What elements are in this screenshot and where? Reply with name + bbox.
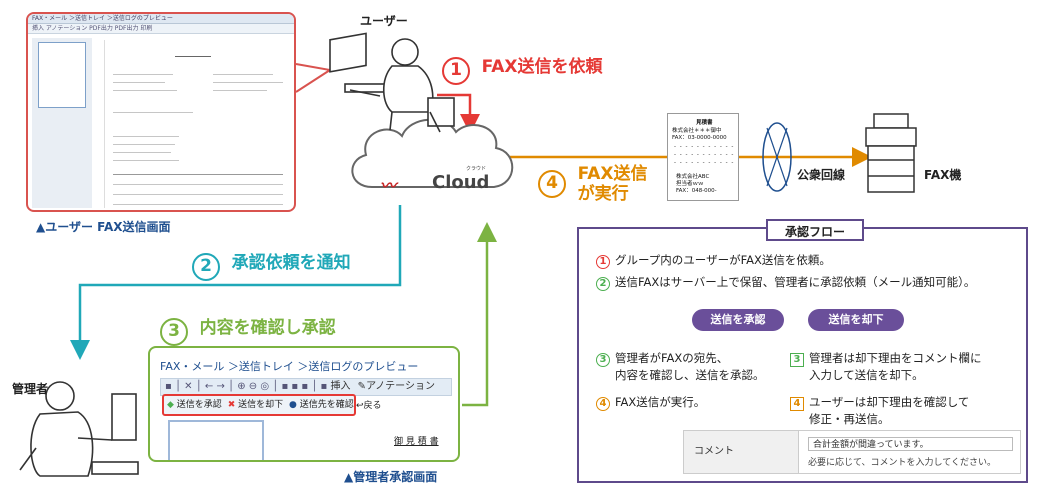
step1-heading: 1 FAX送信を依頼 xyxy=(442,52,603,85)
user-fax-screen: FAX・メール ＞送信トレイ ＞送信ログのプレビュー 挿入 アノテーション PD… xyxy=(26,12,296,212)
arrow-step1 xyxy=(437,93,480,134)
fax-doc-from-company: 株式会社ABC xyxy=(676,174,710,180)
fax-doc-from-person: 担当者ｗｗ xyxy=(676,181,704,187)
arrow-step2 xyxy=(70,205,402,360)
toolbar-annotation[interactable]: アノテーション xyxy=(366,381,435,392)
step3-label: 内容を確認し承認 xyxy=(199,318,336,338)
pill-approve: 送信を承認 xyxy=(692,309,784,331)
user-screen-caption: ▲ユーザー FAX送信画面 xyxy=(36,220,171,234)
admin-illustration xyxy=(19,381,139,477)
cloud-logo-text: Cloud xyxy=(432,172,490,193)
admin-screen-caption: ▲管理者承認画面 xyxy=(344,470,438,484)
user-illustration xyxy=(329,32,455,133)
user-screen-breadcrumb: FAX・メール ＞送信トレイ ＞送信ログのプレビュー xyxy=(28,14,294,24)
admin-label: 管理者 xyxy=(12,382,49,396)
check-destination-button[interactable]: 送信先を確認 xyxy=(299,400,354,410)
user-label: ユーザー xyxy=(360,14,408,28)
fax-doc-title: 見積書 xyxy=(696,120,713,126)
fax-doc-to-company: 株式会社＊＊＊御中 xyxy=(672,128,722,134)
fax-doc-from-fax: FAX：048-000- xyxy=(676,188,717,194)
step1-label: FAX送信を依頼 xyxy=(481,57,603,77)
fax-doc-to-fax: FAX：03-0000-0000 xyxy=(672,135,727,141)
user-screen-toolbar: 挿入 アノテーション PDF出力 PDF出力 印刷 xyxy=(28,24,294,34)
approval-button-group: ◆ 送信を承認 ✖ 送信を却下 ● 送信先を確認 xyxy=(162,394,356,416)
reject-button[interactable]: 送信を却下 xyxy=(238,400,284,410)
toolbar-insert[interactable]: 挿入 xyxy=(330,381,351,392)
step4-label-line2: が実行 xyxy=(577,184,629,204)
step4-label-line1: FAX送信 xyxy=(577,164,648,184)
screen-pointer xyxy=(295,63,333,93)
info-icon: ● xyxy=(289,400,297,410)
admin-screen-breadcrumb: FAX・メール ＞送信トレイ ＞送信ログのプレビュー xyxy=(160,360,419,373)
annotation-icon: ✎ xyxy=(357,381,367,392)
comment-label: コメント xyxy=(684,431,799,473)
step4-heading: 4 FAX送信 が実行 xyxy=(538,164,648,204)
approve-icon: ◆ xyxy=(167,400,174,410)
step3-number: 3 xyxy=(160,318,188,346)
step1-number: 1 xyxy=(442,57,470,85)
step3-heading: 3 内容を確認し承認 xyxy=(160,313,336,346)
cloud-brand-mark: 〰 xyxy=(380,176,397,195)
approval-flow-title: 承認フロー xyxy=(766,219,864,241)
admin-approval-screen: FAX・メール ＞送信トレイ ＞送信ログのプレビュー ▪ │ ✕ │ ← → │… xyxy=(148,346,460,462)
step2-heading: 2 承認依頼を通知 xyxy=(192,248,351,281)
public-line-icon xyxy=(762,122,792,192)
fax-machine-icon xyxy=(865,113,917,193)
back-icon: ↩ xyxy=(356,401,364,411)
approve-button[interactable]: 送信を承認 xyxy=(176,400,222,410)
reject-icon: ✖ xyxy=(227,400,236,410)
fax-machine-label: FAX機 xyxy=(924,168,962,182)
admin-doc-title: 御 見 積 書 xyxy=(394,437,439,447)
pill-reject: 送信を却下 xyxy=(808,309,904,331)
step4-number: 4 xyxy=(538,170,566,198)
comment-hint: 必要に応じて、コメントを入力してください。 xyxy=(808,458,997,468)
back-button[interactable]: ↩戻る xyxy=(356,401,382,411)
step2-number: 2 xyxy=(192,253,220,281)
comment-form: コメント 合計金額が間違っています。 必要に応じて、コメントを入力してください。 xyxy=(683,430,1021,474)
fax-document: 見積書 株式会社＊＊＊御中 FAX：03-0000-0000 - - - - -… xyxy=(667,113,739,201)
user-screen-document xyxy=(104,40,293,208)
comment-input[interactable]: 合計金額が間違っています。 xyxy=(808,437,1013,451)
user-screen-thumbnail xyxy=(38,42,86,108)
admin-document-thumbnail xyxy=(168,420,264,460)
public-line-label: 公衆回線 xyxy=(797,168,846,182)
arrow-step3 xyxy=(462,222,497,407)
cloud-ruby: クラウド xyxy=(466,166,487,172)
step2-label: 承認依頼を通知 xyxy=(231,253,351,273)
